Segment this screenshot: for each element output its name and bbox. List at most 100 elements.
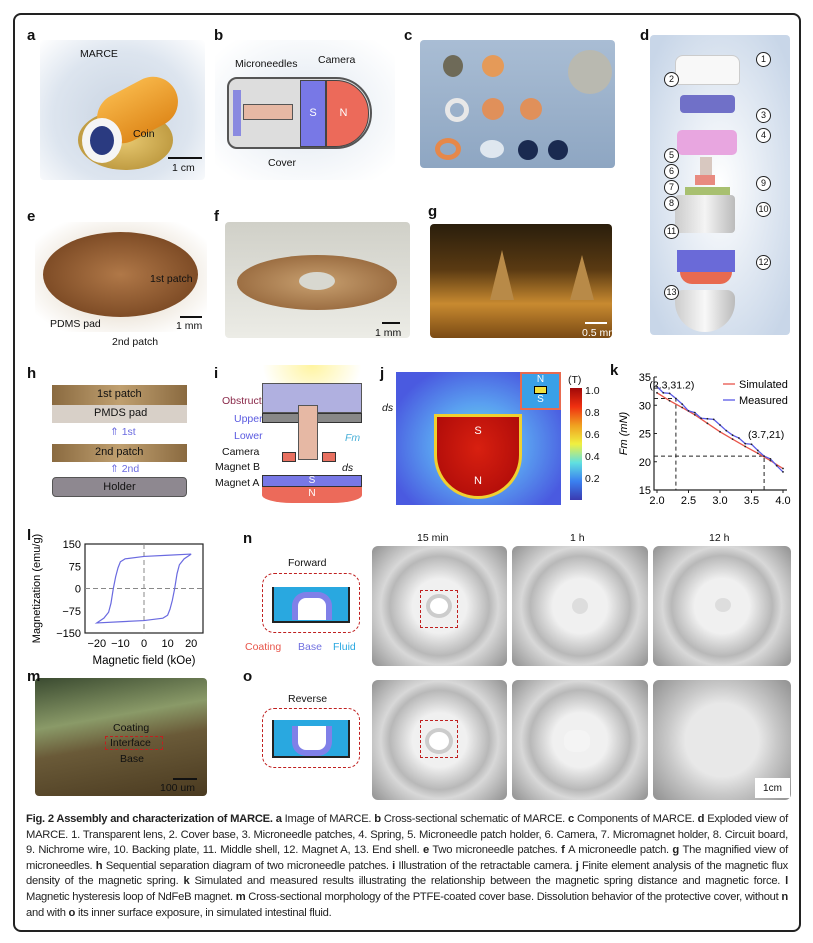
data-point xyxy=(763,455,765,457)
first-patch-block xyxy=(52,385,187,405)
magnet-b-left xyxy=(282,452,296,462)
caption-bold-segment: j xyxy=(575,859,582,872)
caption-segment: Cross-sectional morphology of the PTFE-c… xyxy=(248,890,782,903)
callout-5: 5 xyxy=(664,148,679,163)
label-2nd-patch-h: 2nd patch xyxy=(95,446,144,458)
data-point xyxy=(744,442,747,445)
callout-3: 3 xyxy=(756,108,771,123)
label-upper: Upper xyxy=(234,413,263,425)
arrow-2nd-label: 2nd xyxy=(121,463,140,475)
label-1st-patch-h: 1st patch xyxy=(97,388,142,400)
caption-segment: Magnetic hysteresis loop of NdFeB magnet… xyxy=(26,890,236,903)
scale-label-g: 0.5 mm xyxy=(582,327,618,339)
label-fluid: Fluid xyxy=(333,641,356,653)
callout-6: 6 xyxy=(664,164,679,179)
y-tick-label: 35 xyxy=(639,372,651,384)
magnet-s: S xyxy=(300,80,326,147)
label-cover: Cover xyxy=(268,157,297,169)
data-point xyxy=(706,417,709,420)
panel-label-h: h xyxy=(27,365,37,382)
caption-segment: Exploded view of MARCE. 1. Transparent l… xyxy=(26,813,788,857)
data-point xyxy=(756,449,759,452)
annotation-label: (2.3,31.2) xyxy=(649,379,694,391)
legend-label: Simulated xyxy=(739,379,788,391)
panel-label-n: n xyxy=(243,530,253,547)
scale-label-o: 1cm xyxy=(755,778,790,798)
components-photo xyxy=(420,40,615,168)
data-point xyxy=(775,464,778,467)
panel-label-k: k xyxy=(610,362,619,379)
data-point xyxy=(668,392,671,395)
caption-segment: Cross-sectional schematic of MARCE. xyxy=(383,813,568,825)
figure-caption: Fig. 2 Assembly and characterization of … xyxy=(26,812,788,921)
colorbar-tick: 0.4 xyxy=(585,451,600,463)
caption-bold-segment: g xyxy=(672,844,683,857)
scale-bar xyxy=(180,316,202,318)
data-point xyxy=(719,424,721,426)
y-tick-label: 20 xyxy=(639,457,651,469)
annotation-guide xyxy=(654,397,677,490)
caption-bold-segment: n xyxy=(781,890,788,903)
two-patches-photo xyxy=(35,222,207,332)
callout-12: 12 xyxy=(756,255,771,270)
capsule-end xyxy=(82,118,122,163)
data-point xyxy=(750,443,753,446)
reverse-highlight-box xyxy=(420,720,458,758)
callout-1: 1 xyxy=(756,52,771,67)
label-ds-j: ds xyxy=(382,402,394,414)
data-point xyxy=(693,413,696,416)
label-obstruct: Obstruct xyxy=(222,395,262,407)
data-point xyxy=(738,437,740,439)
x-tick-label: 2.5 xyxy=(681,495,696,507)
y-tick-label: 0 xyxy=(75,584,81,596)
label-ds-i: ds xyxy=(342,462,354,474)
arrow-1st: ⇑ 1st xyxy=(110,426,136,438)
data-point xyxy=(693,411,696,414)
label-coating-m: Coating xyxy=(113,722,150,734)
y-axis-label: Fm (mN) xyxy=(618,411,630,455)
x-axis-label: ds (mm) xyxy=(700,509,741,510)
label-magnet-a: Magnet A xyxy=(215,477,260,489)
y-tick-label: −150 xyxy=(56,628,81,640)
label-base-m: Base xyxy=(120,753,144,765)
scale-bar xyxy=(173,778,197,780)
y-axis-label: Magnetization (emu/g) xyxy=(31,534,43,643)
holder-block: Holder xyxy=(52,477,187,497)
callout-11: 11 xyxy=(664,224,679,239)
domain-n: N xyxy=(474,475,482,487)
forward-zoom-outline xyxy=(262,573,360,633)
domain-s: S xyxy=(474,425,482,437)
label-forward: Forward xyxy=(288,557,327,569)
microneedle-patch xyxy=(233,90,241,136)
scale-label-a: 1 cm xyxy=(172,162,195,174)
caption-segment: Sequential separation diagram of two mic… xyxy=(105,859,393,872)
data-point xyxy=(656,385,658,388)
y-tick-label: 75 xyxy=(69,561,81,573)
panel-label-f: f xyxy=(214,208,219,225)
data-point xyxy=(782,471,784,473)
caption-bold-segment: d xyxy=(697,813,708,825)
cross-section-schematic: S N xyxy=(215,40,395,180)
data-point xyxy=(744,445,747,448)
callout-2: 2 xyxy=(664,72,679,87)
label-microneedles: Microneedles xyxy=(235,58,298,70)
caption-bold-segment: o xyxy=(68,906,78,919)
panel-label-o: o xyxy=(243,668,253,685)
data-point xyxy=(731,434,734,437)
data-point xyxy=(731,438,734,441)
x-tick-label: 20 xyxy=(185,638,197,650)
data-point xyxy=(712,418,715,421)
time-header-15min: 15 min xyxy=(417,532,449,544)
caption-segment: and with xyxy=(26,906,69,919)
colorbar-tick: 0.2 xyxy=(585,473,600,485)
label-camera-i: Camera xyxy=(222,446,260,458)
caption-bold-segment: f xyxy=(561,844,569,857)
y-tick-label: 30 xyxy=(639,400,651,412)
label-coating-n: Coating xyxy=(245,641,282,653)
time-header-1h: 1 h xyxy=(570,532,585,544)
camera-rod xyxy=(243,104,293,120)
caption-segment: A microneedle patch. xyxy=(568,844,673,857)
data-point xyxy=(681,406,684,409)
scale-bar xyxy=(382,322,400,324)
